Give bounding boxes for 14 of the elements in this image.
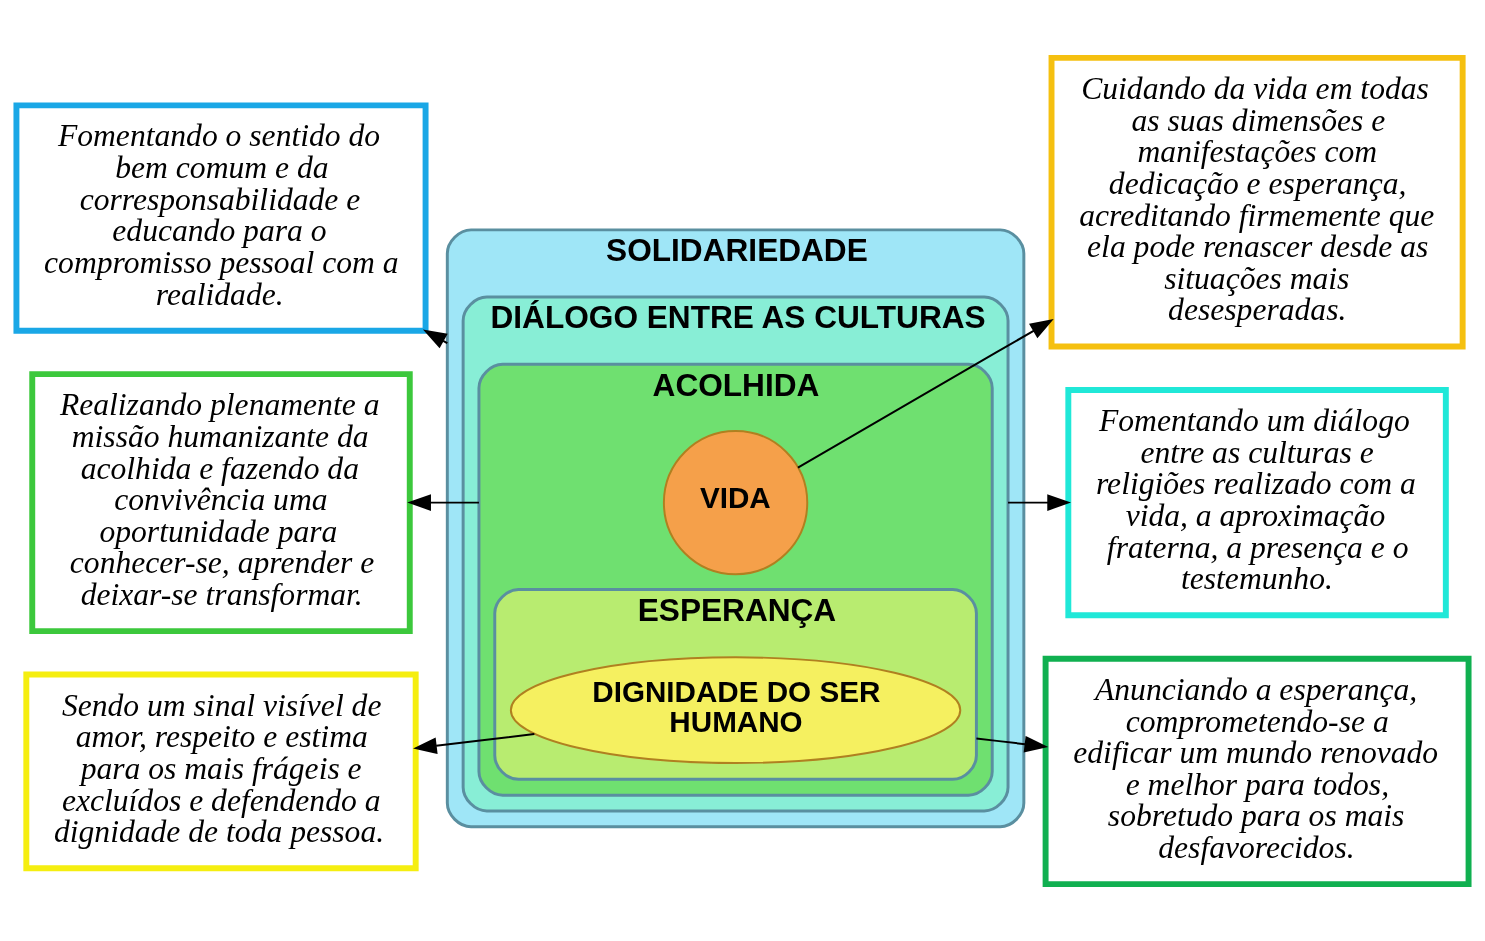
node-ellipse: DIGNIDADE DO SER HUMANO	[509, 655, 962, 764]
arrow	[422, 328, 449, 348]
node-box: Anunciando a esperança, comprometendo-se a edificar um mundo renovado e melhor para todos, sobretudo para os mais desfavorecidos.	[1042, 655, 1472, 887]
node-box: Cuidando da vida em todas as suas dimensões e manifestações com dedicação e esperança, acreditando firmemente que ela pode renascer desde as situações mais desesperadas.	[1048, 54, 1466, 349]
arrow	[407, 493, 480, 511]
node-circle: VIDA	[662, 429, 809, 575]
node-box: Fomentando um diálogo entre as culturas e religiões realizado com a vida, a aproximação fraterna, a presença e o testemunho.	[1065, 386, 1449, 618]
arrow	[1007, 493, 1071, 511]
arrow	[413, 732, 536, 754]
node-box: Realizando plenamente a missão humanizante da acolhida e fazendo da convivência uma oportunidade para conhecer-se, aprender e deixar-se transformar.	[29, 370, 413, 634]
arrow	[975, 735, 1049, 752]
arrow	[796, 318, 1054, 469]
node-box: Sendo um sinal visível de amor, respeito e estima para os mais frágeis e excluídos e defendendo a dignidade de toda pessoa.	[23, 671, 419, 871]
node-box: Fomentando o sentido do bem comum e da corresponsabilidade e educando para o compromisso pessoal com a realidade.	[13, 101, 429, 334]
